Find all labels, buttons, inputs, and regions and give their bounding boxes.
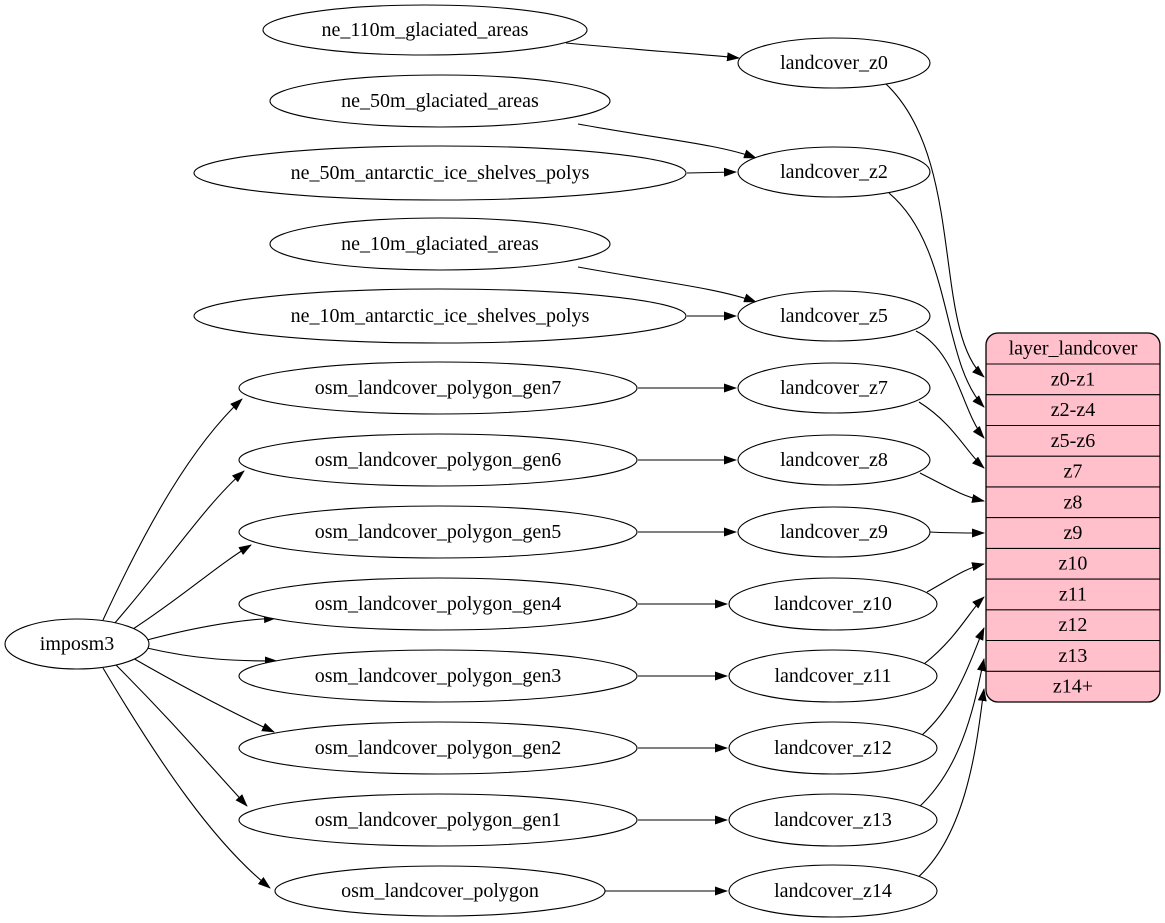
node-osm-landcover-polygon-gen7: osm_landcover_polygon_gen7 bbox=[238, 361, 638, 415]
table-row-z9: z9 bbox=[1064, 522, 1083, 544]
svg-text:landcover_z9: landcover_z9 bbox=[780, 521, 888, 543]
table-row-z10: z10 bbox=[1059, 553, 1088, 575]
node-landcover-z10: landcover_z10 bbox=[728, 577, 938, 631]
svg-text:ne_50m_glaciated_areas: ne_50m_glaciated_areas bbox=[341, 90, 539, 112]
edge-landcover_z0-to-row-z0-z1 bbox=[885, 83, 985, 378]
svg-text:landcover_z13: landcover_z13 bbox=[774, 809, 892, 831]
svg-text:osm_landcover_polygon_gen2: osm_landcover_polygon_gen2 bbox=[315, 737, 562, 759]
edge-imposm3-to-osm_landcover_polygon_gen5 bbox=[129, 544, 252, 632]
svg-text:osm_landcover_polygon_gen7: osm_landcover_polygon_gen7 bbox=[315, 377, 562, 399]
node-osm-landcover-polygon-gen4: osm_landcover_polygon_gen4 bbox=[238, 577, 638, 631]
node-osm-landcover-polygon-gen2: osm_landcover_polygon_gen2 bbox=[238, 721, 638, 775]
svg-text:landcover_z11: landcover_z11 bbox=[775, 665, 892, 687]
edge-landcover_z11-to-row-z11 bbox=[923, 596, 985, 665]
edge-landcover_z7-to-row-z7 bbox=[918, 401, 985, 469]
svg-text:ne_50m_antarctic_ice_shelves_p: ne_50m_antarctic_ice_shelves_polys bbox=[291, 162, 590, 184]
edge-imposm3-to-osm_landcover_polygon_gen4 bbox=[146, 614, 277, 641]
edge-imposm3-to-osm_landcover_polygon_gen3 bbox=[146, 647, 278, 666]
nodes-layer: imposm3 ne_110m_glaciated_areas ne_50m_g… bbox=[4, 4, 1161, 918]
node-ne-50m-glaciated-areas: ne_50m_glaciated_areas bbox=[269, 74, 611, 128]
node-landcover-z14: landcover_z14 bbox=[728, 864, 938, 918]
svg-text:ne_10m_antarctic_ice_shelves_p: ne_10m_antarctic_ice_shelves_polys bbox=[291, 305, 590, 327]
edge-landcover_z2-to-row-z2-z4 bbox=[888, 192, 985, 408]
svg-text:imposm3: imposm3 bbox=[40, 633, 114, 655]
svg-text:landcover_z2: landcover_z2 bbox=[780, 161, 888, 183]
edge-ne_50m_antarctic_ice_shelves_polys-to-landcover_z2 bbox=[686, 167, 737, 177]
edge-imposm3-to-osm_landcover_polygon_gen6 bbox=[113, 470, 245, 625]
node-landcover-z2: landcover_z2 bbox=[737, 146, 931, 198]
edge-landcover_z5-to-row-z5-z6 bbox=[915, 330, 985, 439]
table-row-z11: z11 bbox=[1059, 584, 1087, 606]
table-row-z2-z4: z2-z4 bbox=[1051, 399, 1095, 421]
svg-text:landcover_z12: landcover_z12 bbox=[774, 737, 892, 759]
table-row-z0-z1: z0-z1 bbox=[1051, 368, 1095, 390]
svg-text:ne_110m_glaciated_areas: ne_110m_glaciated_areas bbox=[322, 19, 529, 41]
svg-text:landcover_z5: landcover_z5 bbox=[780, 305, 888, 327]
edge-landcover_z8-to-row-z8 bbox=[919, 472, 985, 503]
edge-landcover_z13-to-row-z13 bbox=[917, 658, 986, 809]
svg-text:osm_landcover_polygon_gen6: osm_landcover_polygon_gen6 bbox=[315, 449, 562, 471]
node-landcover-z0: landcover_z0 bbox=[737, 37, 931, 89]
edge-imposm3-to-osm_landcover_polygon_gen1 bbox=[114, 663, 248, 807]
edge-imposm3-to-osm_landcover_polygon bbox=[102, 667, 271, 889]
svg-text:landcover_z14: landcover_z14 bbox=[774, 880, 892, 902]
svg-text:landcover_z8: landcover_z8 bbox=[780, 449, 888, 471]
node-ne-50m-antarctic-ice-shelves-polys: ne_50m_antarctic_ice_shelves_polys bbox=[193, 145, 687, 201]
node-ne-110m-glaciated-areas: ne_110m_glaciated_areas bbox=[262, 4, 588, 56]
node-ne-10m-glaciated-areas: ne_10m_glaciated_areas bbox=[269, 217, 611, 271]
node-osm-landcover-polygon-gen1: osm_landcover_polygon_gen1 bbox=[238, 793, 638, 847]
node-osm-landcover-polygon-gen5: osm_landcover_polygon_gen5 bbox=[238, 505, 638, 559]
node-landcover-z8: landcover_z8 bbox=[737, 434, 931, 486]
node-landcover-z7: landcover_z7 bbox=[737, 362, 931, 414]
node-osm-landcover-polygon-gen3: osm_landcover_polygon_gen3 bbox=[238, 649, 638, 703]
node-layer-landcover-table: layer_landcover z0-z1 z2-z4 z5-z6 z7 z8 … bbox=[985, 332, 1161, 703]
node-landcover-z9: landcover_z9 bbox=[737, 506, 931, 558]
svg-text:osm_landcover_polygon_gen4: osm_landcover_polygon_gen4 bbox=[315, 593, 562, 615]
svg-text:landcover_z7: landcover_z7 bbox=[780, 377, 888, 399]
table-row-z13: z13 bbox=[1059, 645, 1088, 667]
edge-imposm3-to-osm_landcover_polygon_gen7 bbox=[102, 398, 243, 621]
svg-text:osm_landcover_polygon_gen5: osm_landcover_polygon_gen5 bbox=[315, 521, 562, 543]
svg-text:osm_landcover_polygon_gen3: osm_landcover_polygon_gen3 bbox=[315, 665, 562, 687]
edge-landcover_z12-to-row-z12 bbox=[920, 627, 985, 737]
svg-text:osm_landcover_polygon_gen1: osm_landcover_polygon_gen1 bbox=[315, 809, 562, 831]
node-ne-10m-antarctic-ice-shelves-polys: ne_10m_antarctic_ice_shelves_polys bbox=[193, 288, 687, 344]
node-osm-landcover-polygon-gen6: osm_landcover_polygon_gen6 bbox=[238, 433, 638, 487]
svg-text:landcover_z0: landcover_z0 bbox=[780, 52, 888, 74]
table-row-z14plus: z14+ bbox=[1053, 676, 1093, 698]
svg-text:ne_10m_glaciated_areas: ne_10m_glaciated_areas bbox=[341, 233, 539, 255]
edge-imposm3-to-osm_landcover_polygon_gen2 bbox=[130, 656, 275, 733]
svg-text:landcover_z10: landcover_z10 bbox=[774, 593, 892, 615]
edge-landcover_z10-to-row-z10 bbox=[926, 562, 985, 593]
edge-landcover_z14-to-row-z14plus bbox=[915, 688, 987, 880]
table-row-z8: z8 bbox=[1064, 491, 1083, 513]
edge-ne_10m_glaciated_areas-to-landcover_z5 bbox=[577, 266, 757, 303]
svg-text:osm_landcover_polygon: osm_landcover_polygon bbox=[341, 880, 539, 902]
edges-layer bbox=[102, 42, 987, 896]
table-row-z7: z7 bbox=[1064, 461, 1083, 483]
table-title: layer_landcover bbox=[1009, 338, 1138, 360]
node-landcover-z11: landcover_z11 bbox=[728, 649, 938, 703]
edge-ne_50m_glaciated_areas-to-landcover_z2 bbox=[577, 123, 757, 159]
node-osm-landcover-polygon: osm_landcover_polygon bbox=[274, 865, 606, 917]
table-row-z12: z12 bbox=[1059, 614, 1088, 636]
edge-landcover_z9-to-row-z9 bbox=[929, 528, 985, 538]
edge-ne_110m_glaciated_areas-to-landcover_z0 bbox=[565, 42, 740, 62]
table-row-z5-z6: z5-z6 bbox=[1051, 430, 1095, 452]
node-landcover-z5: landcover_z5 bbox=[737, 290, 931, 342]
node-imposm3: imposm3 bbox=[4, 618, 150, 670]
node-landcover-z13: landcover_z13 bbox=[728, 793, 938, 847]
node-landcover-z12: landcover_z12 bbox=[728, 721, 938, 775]
